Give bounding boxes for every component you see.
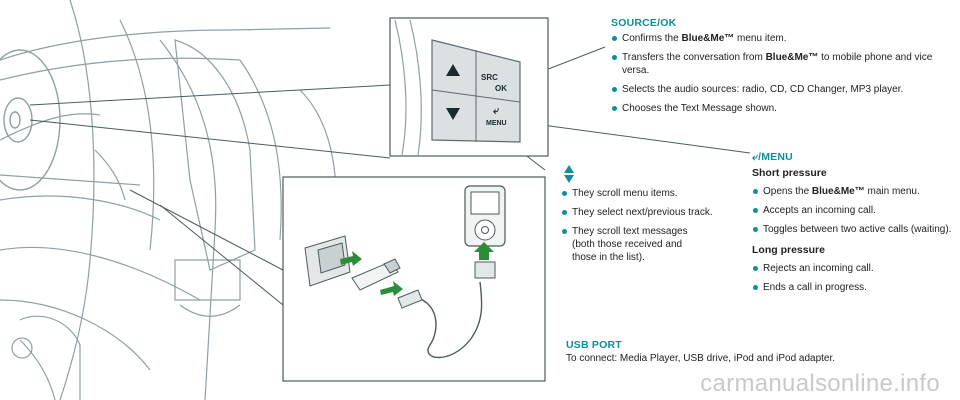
- list-item: Selects the audio sources: radio, CD, CD…: [611, 83, 956, 96]
- usb-title: USB PORT: [566, 339, 622, 351]
- scroll-up-button[interactable]: [446, 64, 460, 76]
- controls-inset: [389, 17, 549, 157]
- list-item: Opens the Blue&Me™ main menu.: [752, 185, 958, 198]
- menu-button[interactable]: ⤶ MENU: [481, 105, 517, 133]
- long-pressure-list: Rejects an incoming call. Ends a call in…: [752, 262, 958, 294]
- list-item: Accepts an incoming call.: [752, 204, 958, 217]
- list-item: Toggles between two active calls (waitin…: [752, 223, 958, 236]
- source-ok-list: Confirms the Blue&Me™ menu item. Transfe…: [611, 32, 956, 115]
- ok-label: OK: [495, 84, 507, 93]
- list-item: Transfers the conversation from Blue&Me™…: [611, 51, 956, 77]
- seat-drawing: [11, 39, 256, 400]
- short-pressure-list: Opens the Blue&Me™ main menu. Accepts an…: [752, 185, 958, 236]
- arrows-list: They scroll menu items. They select next…: [561, 187, 731, 264]
- watermark: carmanualsonline.info: [700, 370, 940, 397]
- list-item: Chooses the Text Message shown.: [611, 102, 956, 115]
- long-pressure-label: Long pressure: [752, 244, 825, 256]
- usb-inset: [282, 176, 546, 382]
- short-pressure-label: Short pressure: [752, 167, 827, 179]
- src-label: SRC: [481, 73, 498, 82]
- arrows-section: They scroll menu items. They select next…: [561, 165, 731, 270]
- up-down-arrows-icon: [564, 165, 731, 183]
- usb-description: To connect: Media Player, USB drive, iPo…: [566, 353, 836, 364]
- source-ok-title: SOURCE/OK: [611, 17, 677, 29]
- source-ok-button[interactable]: SRC OK: [481, 73, 517, 99]
- list-item: They scroll text messages (both those re…: [561, 225, 692, 264]
- scroll-down-button[interactable]: [446, 108, 460, 120]
- usb-section: USB PORT To connect: Media Player, USB d…: [566, 339, 946, 364]
- arrow-icon: [340, 242, 494, 296]
- list-item: Confirms the Blue&Me™ menu item.: [611, 32, 956, 45]
- phone-icon: ⤶: [752, 151, 759, 163]
- callout-lines: [29, 46, 751, 306]
- menu-title: ⤶/MENU: [752, 151, 793, 163]
- list-item: They select next/previous track.: [561, 206, 731, 219]
- menu-section: ⤶/MENU Short pressure Opens the Blue&Me™…: [752, 151, 958, 300]
- list-item: They scroll menu items.: [561, 187, 731, 200]
- list-item: Ends a call in progress.: [752, 281, 958, 294]
- menu-label: MENU: [486, 120, 507, 127]
- car-interior-drawing: [0, 0, 337, 400]
- source-ok-section: SOURCE/OK Confirms the Blue&Me™ menu ite…: [611, 17, 956, 121]
- phone-icon: ⤶: [493, 105, 500, 117]
- list-item: Rejects an incoming call.: [752, 262, 958, 275]
